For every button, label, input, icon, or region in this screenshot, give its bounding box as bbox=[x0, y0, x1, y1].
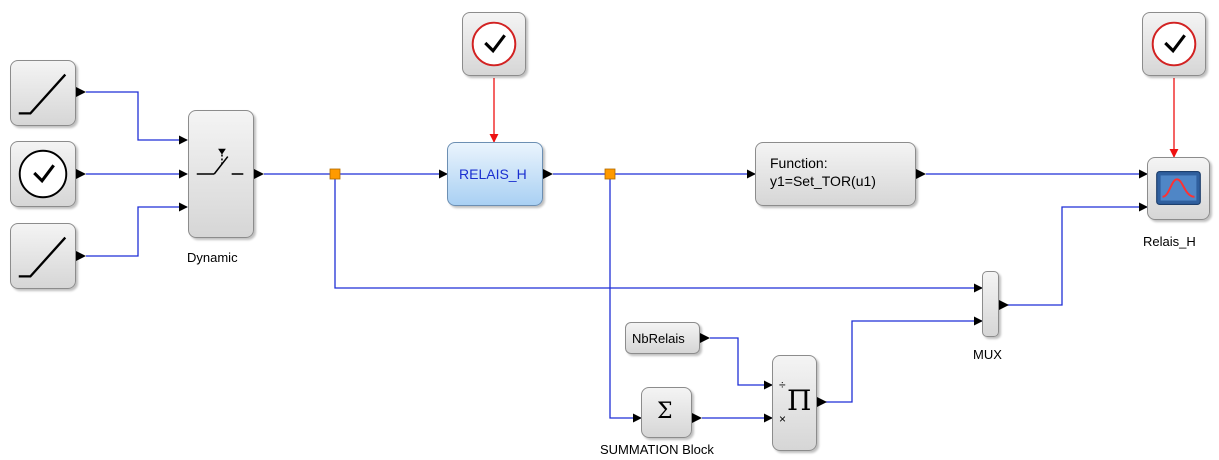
scope-icon bbox=[1156, 170, 1201, 206]
split-point[interactable] bbox=[604, 168, 616, 180]
ramp-icon bbox=[18, 73, 67, 115]
function-line-2: y1=Set_TOR(u1) bbox=[770, 173, 876, 189]
dynamic-label: Dynamic bbox=[187, 250, 238, 265]
nbrelais-label: NbRelais bbox=[632, 331, 685, 346]
summation-label: SUMMATION Block bbox=[600, 442, 714, 457]
summation-block[interactable]: Σ bbox=[641, 387, 692, 438]
product-block[interactable]: ÷ Π × bbox=[772, 355, 817, 451]
link-product-mux[interactable] bbox=[825, 316, 983, 403]
split-point[interactable] bbox=[329, 168, 341, 180]
output-port bbox=[76, 251, 86, 261]
ramp-block[interactable] bbox=[10, 223, 76, 289]
mux-block[interactable] bbox=[982, 271, 999, 337]
clock-source-block[interactable] bbox=[10, 141, 76, 207]
output-port bbox=[76, 87, 86, 97]
clock-block[interactable] bbox=[462, 12, 526, 76]
link-nbrelais-product[interactable] bbox=[710, 337, 773, 390]
ramp-icon bbox=[18, 236, 67, 278]
ramp-block[interactable] bbox=[10, 60, 76, 126]
relais-h-label: RELAIS_H bbox=[459, 166, 527, 182]
link-mux-scope[interactable] bbox=[1005, 202, 1148, 306]
switch-icon bbox=[196, 148, 244, 175]
product-icon: Π bbox=[787, 384, 812, 417]
output-port bbox=[692, 413, 702, 423]
clock-icon bbox=[1151, 21, 1197, 67]
clock-icon bbox=[471, 21, 517, 67]
output-port bbox=[916, 169, 926, 179]
divide-sign: ÷ bbox=[779, 378, 786, 392]
output-port bbox=[700, 333, 710, 343]
nbrelais-block[interactable]: NbRelais bbox=[625, 322, 700, 354]
link-split-mux[interactable] bbox=[334, 174, 983, 293]
output-port bbox=[999, 300, 1009, 310]
output-port bbox=[817, 397, 827, 407]
relais-h-block[interactable]: RELAIS_H bbox=[447, 142, 543, 206]
function-block[interactable]: Function: y1=Set_TOR(u1) bbox=[755, 142, 916, 206]
mux-label: MUX bbox=[973, 347, 1002, 362]
output-port bbox=[76, 169, 86, 179]
clock-block[interactable] bbox=[1142, 12, 1206, 76]
link-ramp1-dynamic[interactable] bbox=[86, 91, 188, 145]
sum-icon: Σ bbox=[657, 399, 673, 424]
scope-label: Relais_H bbox=[1143, 234, 1196, 249]
multiply-sign: × bbox=[779, 412, 787, 426]
dynamic-switch-block[interactable] bbox=[188, 110, 254, 238]
link-split-summation[interactable] bbox=[609, 174, 642, 423]
output-port bbox=[543, 169, 553, 179]
output-port bbox=[254, 169, 264, 179]
function-line-1: Function: bbox=[770, 155, 828, 171]
link-ramp2-dynamic[interactable] bbox=[86, 202, 188, 257]
clock-icon bbox=[18, 149, 68, 199]
scope-block[interactable] bbox=[1147, 157, 1210, 220]
